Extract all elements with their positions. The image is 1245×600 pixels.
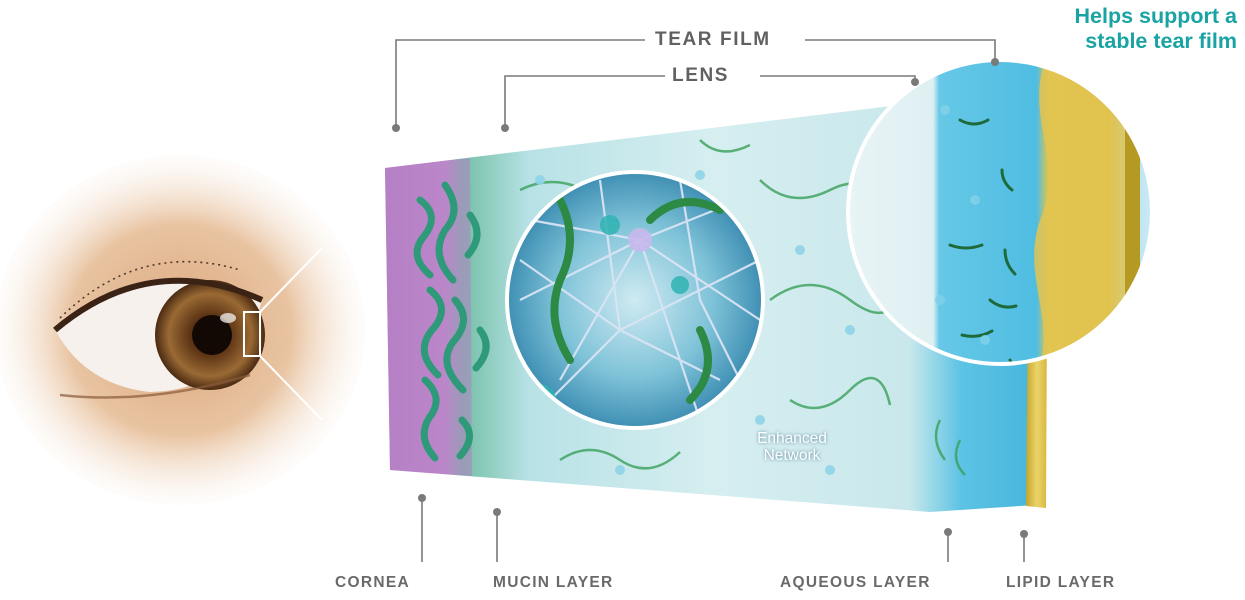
lens-leader-left (505, 76, 665, 128)
enhanced-network-inset (507, 172, 763, 428)
eye-illustration (0, 155, 365, 505)
lipid-dot (1020, 530, 1028, 538)
enhanced-caption-line-1: Enhanced (722, 430, 862, 447)
tear-film-leader-left (396, 40, 645, 128)
lipid-layer-label: LIPID LAYER (1006, 574, 1115, 592)
enhanced-network-caption: Enhanced Network (722, 430, 862, 464)
mucin-dot (493, 508, 501, 516)
benefit-callout: Helps support a stable tear film (997, 4, 1237, 54)
tear-film-dot-left (392, 124, 400, 132)
lens-dot-left (501, 124, 509, 132)
enhanced-caption-line-2: Network (722, 447, 862, 464)
aqueous-layer-label: AQUEOUS LAYER (780, 574, 931, 592)
lens-leader-right (760, 76, 915, 82)
callout-line-2: stable tear film (997, 29, 1237, 54)
tear-film-leader-right (805, 40, 995, 62)
cornea-dot (418, 494, 426, 502)
callout-line-1: Helps support a (997, 4, 1237, 29)
lens-dot-right (911, 78, 919, 86)
cornea-label: CORNEA (335, 574, 410, 592)
tear-film-label: TEAR FILM (655, 29, 771, 51)
tear-film-dot-right (991, 58, 999, 66)
lens-label: LENS (672, 65, 729, 87)
aqueous-dot (944, 528, 952, 536)
mucin-layer-label: MUCIN LAYER (493, 574, 614, 592)
